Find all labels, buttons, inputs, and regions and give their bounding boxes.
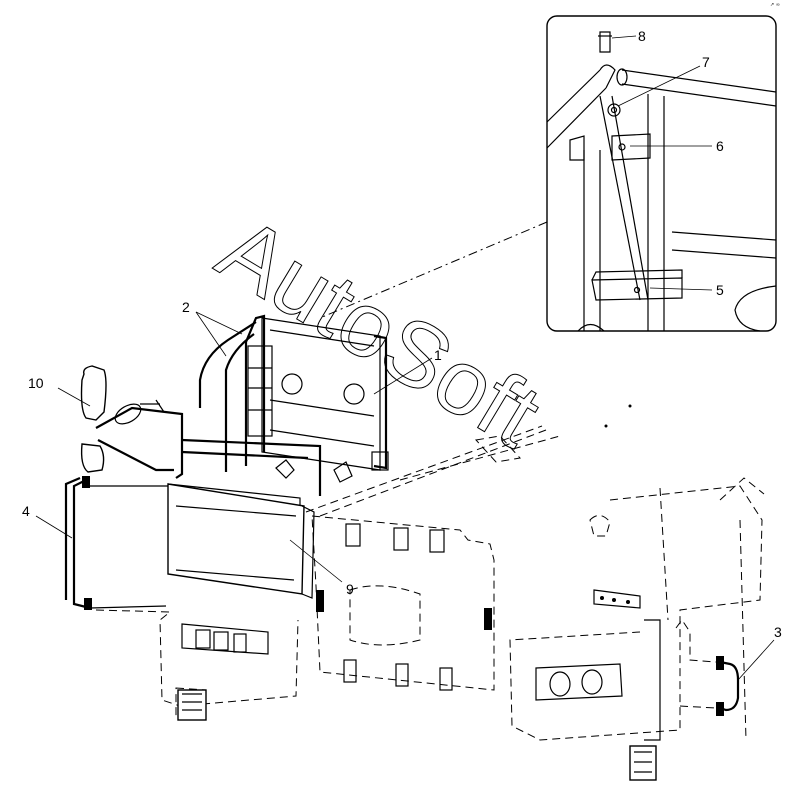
callout-7: 7 xyxy=(702,54,710,70)
watermark: AutoSoft xyxy=(202,198,557,467)
callout-4: 4 xyxy=(22,503,30,519)
callout-10: 10 xyxy=(28,375,44,391)
right-handle xyxy=(719,660,740,712)
callout-6: 6 xyxy=(716,138,724,154)
inset-frame xyxy=(546,15,777,332)
corner-mark: ↗ ∞ xyxy=(770,2,780,8)
callout-5: 5 xyxy=(716,282,724,298)
callout-2: 2 xyxy=(182,299,190,315)
side-door-panel xyxy=(167,483,305,595)
callout-9: 9 xyxy=(346,581,354,597)
handrail-left xyxy=(198,321,257,408)
callout-labels: 1 2 3 4 5 6 7 8 9 10 xyxy=(22,28,782,640)
callout-8: 8 xyxy=(638,28,646,44)
mirror-assembly xyxy=(80,365,322,496)
callout-1: 1 xyxy=(434,347,442,363)
cab-assembly xyxy=(64,314,765,781)
mirror-rod xyxy=(64,476,91,610)
callout-leaders xyxy=(35,311,775,681)
detail-reference-line xyxy=(319,221,548,319)
detail-inset xyxy=(546,15,777,332)
callout-3: 3 xyxy=(774,624,782,640)
plate xyxy=(593,589,641,609)
